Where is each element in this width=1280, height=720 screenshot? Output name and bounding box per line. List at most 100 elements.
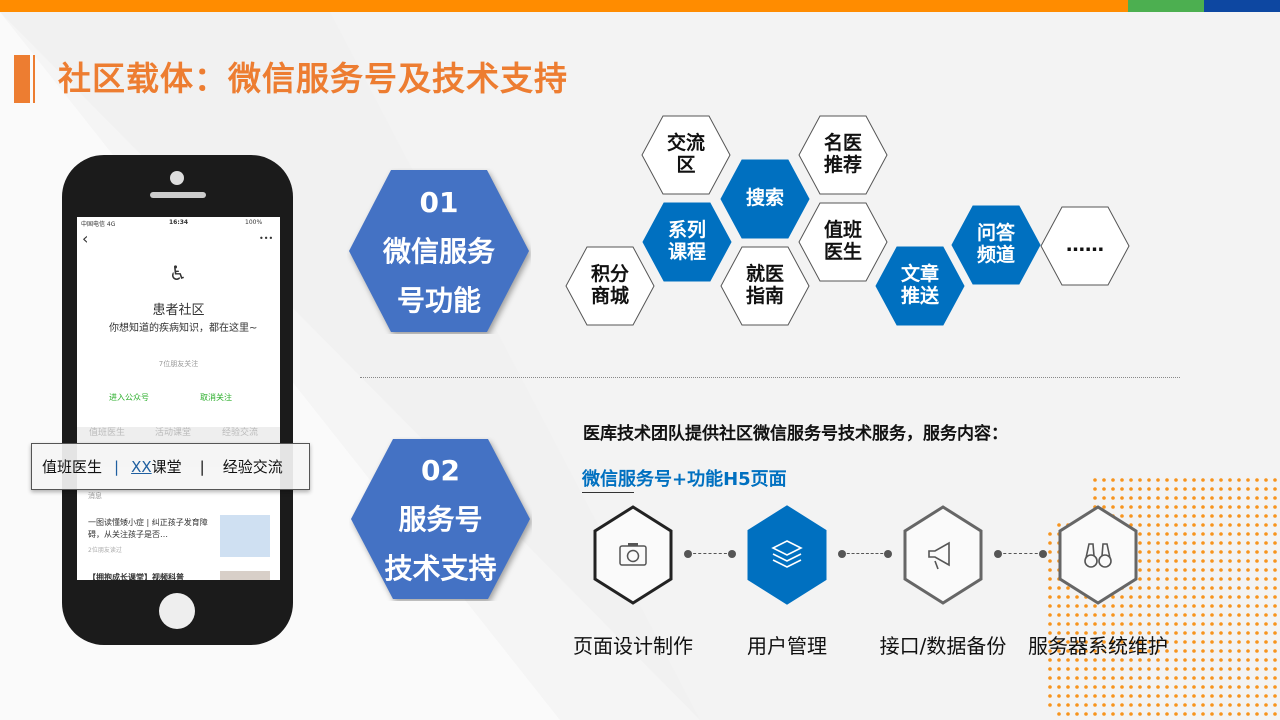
article-title[interactable]: 【拥抱成长课堂】视频科普 [88, 573, 184, 580]
pattern-dot [1156, 577, 1160, 581]
pattern-dot [1156, 613, 1160, 617]
pattern-dot [1264, 505, 1268, 509]
pattern-dot [1156, 667, 1160, 671]
pattern-dot [1192, 550, 1196, 554]
more-button[interactable]: ••• [259, 234, 274, 243]
community-logo: ♿ [169, 261, 187, 285]
menu-item-experience[interactable]: 经验交流 [222, 458, 283, 476]
pattern-dot [1273, 586, 1277, 590]
pattern-dot [1138, 622, 1142, 626]
article-title[interactable]: 一图读懂矮小症 | 纠正孩子发育障碍，从关注孩子是否… [88, 518, 208, 539]
pattern-dot [1165, 586, 1169, 590]
pattern-dot [1273, 622, 1277, 626]
pattern-dot [1237, 703, 1241, 707]
pattern-dot [1174, 559, 1178, 563]
pattern-dot [1057, 685, 1061, 689]
menu-item-duty-doctor[interactable]: 值班医生 [42, 458, 103, 476]
pattern-dot [1111, 496, 1115, 500]
pattern-dot [1201, 604, 1205, 608]
pattern-dot [1228, 523, 1232, 527]
pattern-dot [1165, 640, 1169, 644]
pattern-dot [1174, 640, 1178, 644]
service-hex[interactable] [903, 505, 983, 605]
pattern-dot [1210, 676, 1214, 680]
pattern-dot [1192, 478, 1196, 482]
pattern-dot [1120, 667, 1124, 671]
pattern-dot [1246, 568, 1250, 572]
pattern-dot [1084, 685, 1088, 689]
feature-label: 推送 [900, 285, 939, 307]
feature-label: 值班 [823, 219, 862, 242]
pattern-dot [1246, 712, 1250, 716]
unfollow-button[interactable]: 取消关注 [200, 393, 232, 402]
pattern-dot [1138, 505, 1142, 509]
pattern-dot [1165, 514, 1169, 518]
feature-hex[interactable]: 值班医生 [798, 202, 888, 282]
pattern-dot [1255, 514, 1259, 518]
pattern-dot [1165, 496, 1169, 500]
pattern-dot [1138, 568, 1142, 572]
service-hex[interactable] [1058, 505, 1138, 605]
feature-hex[interactable]: 就医指南 [720, 246, 810, 326]
pattern-dot [1066, 604, 1070, 608]
megaphone-icon [928, 541, 950, 570]
pattern-dot [1219, 514, 1223, 518]
pattern-dot [1129, 685, 1133, 689]
phone-mockup: 中国电信 4G 16:34 100% ‹ ••• ♿ 患者社区 你想知道的疾病知… [62, 155, 293, 645]
home-button[interactable] [159, 593, 195, 629]
pattern-dot [1273, 514, 1277, 518]
pattern-dot [1057, 658, 1061, 662]
feature-hex[interactable]: 搜索 [720, 159, 810, 239]
pattern-dot [1192, 604, 1196, 608]
pattern-dot [1246, 514, 1250, 518]
pattern-dot [1102, 487, 1106, 491]
pattern-dot [1066, 631, 1070, 635]
pattern-dot [1111, 604, 1115, 608]
service-hex[interactable] [593, 505, 673, 605]
pattern-dot [1120, 676, 1124, 680]
pattern-dot [1156, 703, 1160, 707]
pattern-dot [1165, 712, 1169, 716]
pattern-dot [1156, 658, 1160, 662]
service-hex[interactable] [747, 505, 827, 605]
pattern-dot [1102, 712, 1106, 716]
feature-hex[interactable]: 问答频道 [951, 205, 1041, 285]
feature-hex[interactable]: 文章推送 [875, 246, 965, 326]
pattern-dot [1273, 685, 1277, 689]
pattern-dot [1219, 550, 1223, 554]
back-button[interactable]: ‹ [82, 229, 89, 248]
pattern-dot [1264, 694, 1268, 698]
pattern-dot [1246, 487, 1250, 491]
pattern-dot [1183, 640, 1187, 644]
pattern-dot [1264, 703, 1268, 707]
connector-dot [684, 550, 692, 558]
pattern-dot [1165, 703, 1169, 707]
pattern-dot [1264, 595, 1268, 599]
enter-account-button[interactable]: 进入公众号 [109, 393, 149, 402]
feature-hex[interactable]: 积分商城 [565, 246, 655, 326]
feature-hex[interactable]: 交流区 [641, 115, 731, 195]
pattern-dot [1057, 694, 1061, 698]
status-battery: 100% [245, 219, 263, 226]
pattern-dot [1246, 604, 1250, 608]
menu-item-classroom[interactable]: XX课堂 [131, 456, 182, 477]
pattern-dot [1219, 505, 1223, 509]
pattern-dot [1264, 622, 1268, 626]
feature-hex[interactable]: 名医推荐 [798, 115, 888, 195]
pattern-dot [1165, 478, 1169, 482]
classroom-link[interactable]: XX [131, 458, 152, 476]
pattern-dot [1237, 532, 1241, 536]
pattern-dot [1183, 487, 1187, 491]
phone-camera [170, 171, 184, 185]
feature-hex[interactable]: …… [1040, 206, 1130, 286]
pattern-dot [1219, 640, 1223, 644]
pattern-dot [1246, 478, 1250, 482]
pattern-dot [1093, 667, 1097, 671]
pattern-dot [1264, 514, 1268, 518]
pattern-dot [1075, 622, 1079, 626]
pattern-dot [1102, 685, 1106, 689]
feature-hex[interactable]: 系列课程 [642, 202, 732, 282]
pattern-dot [1192, 541, 1196, 545]
pattern-dot [1237, 685, 1241, 689]
pattern-dot [1255, 496, 1259, 500]
